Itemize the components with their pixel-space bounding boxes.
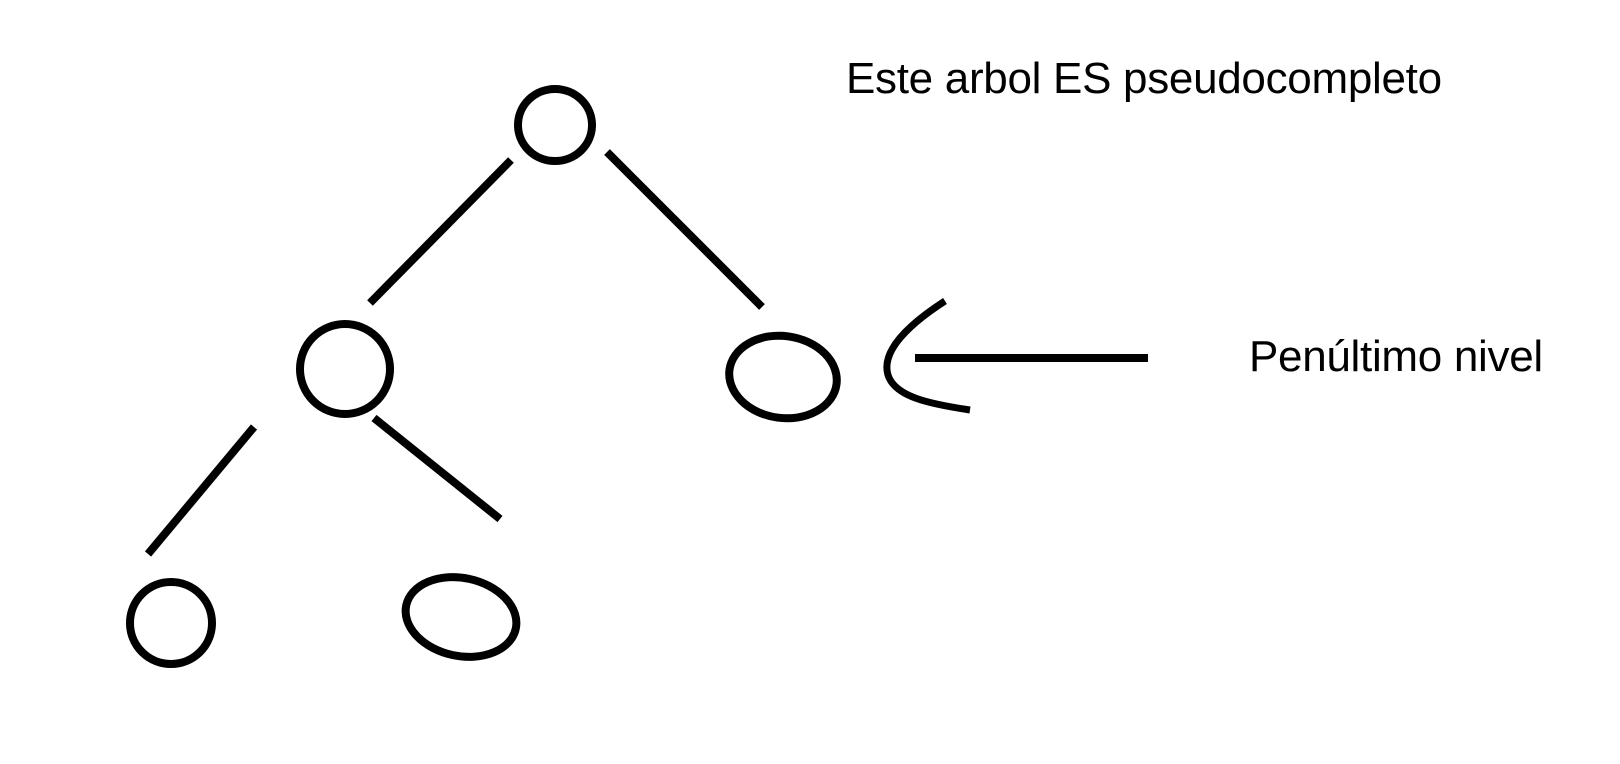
tree-node-left-child <box>296 320 394 418</box>
tree-edge-left-rightleaf <box>371 414 503 523</box>
tree-edge-root-left <box>367 157 514 306</box>
tree-edge-left-leftleaf <box>144 424 258 557</box>
tree-node-left-right-leaf <box>401 573 521 661</box>
arrow-head-icon <box>883 298 971 414</box>
diagram-title-annotation: Este arbol ES pseudocompleto <box>846 54 1442 103</box>
tree-node-right-child <box>725 331 841 423</box>
tree-node-left-left-leaf <box>126 578 216 668</box>
penultimate-level-label: Penúltimo nivel <box>1249 332 1543 381</box>
tree-node-root <box>514 85 596 165</box>
tree-edge-root-right <box>604 149 765 310</box>
